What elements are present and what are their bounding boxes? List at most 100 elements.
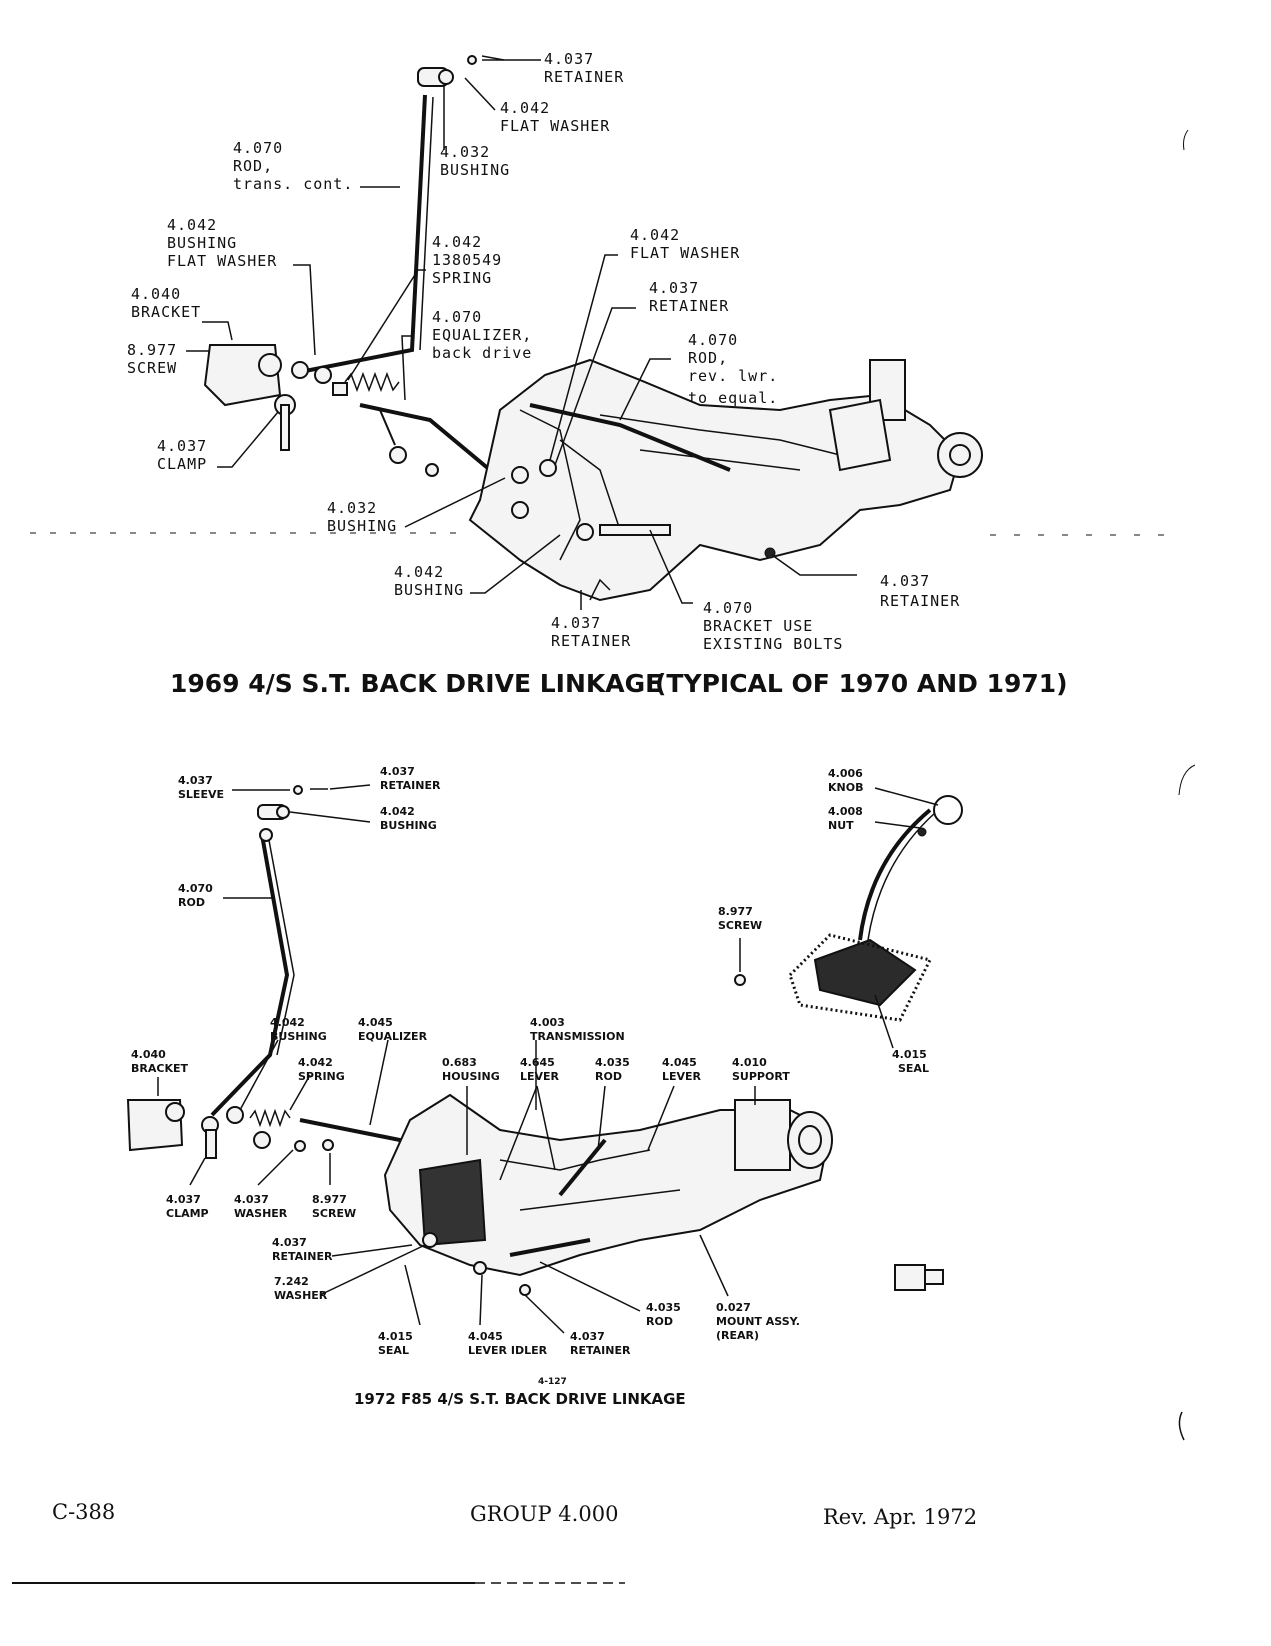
part-name: RETAINER (880, 592, 960, 610)
svg-text:4.042: 4.042 (432, 233, 482, 251)
part-number: 0.683 (442, 1056, 477, 1069)
svg-text:TRANSMISSION: TRANSMISSION (530, 1030, 625, 1043)
part-number: 4.037 (649, 279, 699, 297)
svg-text:4.042: 4.042 (630, 226, 680, 244)
part-number: 4.037 (272, 1236, 307, 1249)
part-name: RETAINER (649, 297, 729, 315)
part-number: 4.040 (131, 285, 181, 303)
part-name: RETAINER (551, 632, 631, 650)
top-caption-right: (TYPICAL OF 1970 AND 1971) (655, 669, 1068, 698)
svg-text:FLAT WASHER: FLAT WASHER (167, 252, 277, 270)
top-linkage-illustration (203, 55, 983, 602)
part-number: 4.035 (595, 1056, 630, 1069)
part-name: BUSHING (167, 234, 237, 252)
svg-text:ROD,: ROD, (233, 157, 273, 175)
part-name: SUPPORT (732, 1070, 790, 1083)
svg-text:SCREW: SCREW (718, 919, 762, 932)
svg-text:4.015: 4.015 (892, 1048, 927, 1061)
svg-text:8.977: 8.977 (312, 1193, 347, 1206)
svg-text:4.042: 4.042 (500, 99, 550, 117)
part-number: 4.070 (688, 331, 738, 349)
svg-text:FLAT WASHER: FLAT WASHER (500, 117, 610, 135)
part-number: 4.006 (828, 767, 863, 780)
part-number: 4.037 (380, 765, 415, 778)
page-code: C-388 (52, 1500, 115, 1524)
part-number: 4.040 (131, 1048, 166, 1061)
top-leader-lines (186, 59, 857, 610)
svg-text:4.042: 4.042 (394, 563, 444, 581)
svg-text:ROD: ROD (646, 1315, 673, 1328)
svg-text:EXISTING BOLTS: EXISTING BOLTS (703, 635, 843, 653)
svg-text:RETAINER: RETAINER (380, 779, 441, 792)
part-name: SCREW (312, 1207, 356, 1220)
part-name: LEVER (662, 1070, 702, 1083)
part-name: ROD (595, 1070, 622, 1083)
top-labels: 4.037 RETAINER 4.042 FLAT WASHER 4.032 B… (127, 50, 960, 653)
svg-text:4.003: 4.003 (530, 1016, 565, 1029)
svg-text:4.037: 4.037 (166, 1193, 201, 1206)
part-name: FLAT WASHER (167, 252, 277, 270)
part-number: 4.037 (880, 572, 930, 590)
part-name: BUSHING (380, 819, 437, 832)
svg-text:WASHER: WASHER (234, 1207, 288, 1220)
part-number: 8.977 (312, 1193, 347, 1206)
svg-text:BUSHING: BUSHING (394, 581, 464, 599)
part-number: 0.027 (716, 1301, 751, 1314)
part-number: 4.045 (662, 1056, 697, 1069)
svg-text:CLAMP: CLAMP (166, 1207, 209, 1220)
part-number: 4.070 (178, 882, 213, 895)
part-name: EXISTING BOLTS (703, 635, 843, 653)
part-number: 4.037 (166, 1193, 201, 1206)
svg-text:BUSHING: BUSHING (440, 161, 510, 179)
part-number: 4.003 (530, 1016, 565, 1029)
part-number: 4.045 (358, 1016, 393, 1029)
svg-text:ROD: ROD (178, 896, 205, 909)
part-name: LEVER IDLER (468, 1344, 548, 1357)
part-number: 4.042 (298, 1056, 333, 1069)
svg-text:4.045: 4.045 (468, 1330, 503, 1343)
part-number: 4.035 (646, 1301, 681, 1314)
svg-text:SUPPORT: SUPPORT (732, 1070, 790, 1083)
part-number: 4.037 (570, 1330, 605, 1343)
part-name: CLAMP (157, 455, 207, 473)
part-number: 4.042 (270, 1016, 305, 1029)
svg-text:4.070: 4.070 (233, 139, 283, 157)
svg-text:4.006: 4.006 (828, 767, 863, 780)
part-number: 4.042 (167, 216, 217, 234)
svg-text:4.037: 4.037 (551, 614, 601, 632)
part-name: SEAL (378, 1344, 409, 1357)
part-desc: back drive (432, 344, 532, 362)
part-number: 4.070 (432, 308, 482, 326)
svg-text:8.977: 8.977 (718, 905, 753, 918)
svg-text:4.032: 4.032 (327, 499, 377, 517)
part-code: 1380549 (432, 251, 502, 269)
part-desc: rev. lwr. (688, 367, 778, 385)
svg-text:HOUSING: HOUSING (442, 1070, 500, 1083)
svg-text:4.035: 4.035 (646, 1301, 681, 1314)
svg-text:RETAINER: RETAINER (544, 68, 624, 86)
scan-artifact (1178, 1411, 1185, 1441)
part-name: ROD (646, 1315, 673, 1328)
svg-text:4.037: 4.037 (380, 765, 415, 778)
svg-text:4.040: 4.040 (131, 285, 181, 303)
part-name: ROD, (688, 349, 728, 367)
svg-text:4.070: 4.070 (178, 882, 213, 895)
part-name: BRACKET USE (703, 617, 813, 635)
svg-text:BRACKET USE: BRACKET USE (703, 617, 813, 635)
bottom-leader-lines (157, 784, 939, 1334)
svg-text:4.070: 4.070 (688, 331, 738, 349)
part-name: CLAMP (166, 1207, 209, 1220)
svg-text:SCREW: SCREW (127, 359, 177, 377)
part-name: SCREW (127, 359, 177, 377)
svg-text:LEVER: LEVER (662, 1070, 702, 1083)
svg-text:BUSHING: BUSHING (167, 234, 237, 252)
svg-text:4.045: 4.045 (662, 1056, 697, 1069)
part-number: 4.037 (234, 1193, 269, 1206)
svg-text:4.032: 4.032 (440, 143, 490, 161)
svg-text:7.242: 7.242 (274, 1275, 309, 1288)
part-name: FLAT WASHER (500, 117, 610, 135)
svg-text:EQUALIZER,: EQUALIZER, (432, 326, 532, 344)
part-name: BUSHING (270, 1030, 327, 1043)
svg-text:4.645: 4.645 (520, 1056, 555, 1069)
svg-text:4.037: 4.037 (544, 50, 594, 68)
